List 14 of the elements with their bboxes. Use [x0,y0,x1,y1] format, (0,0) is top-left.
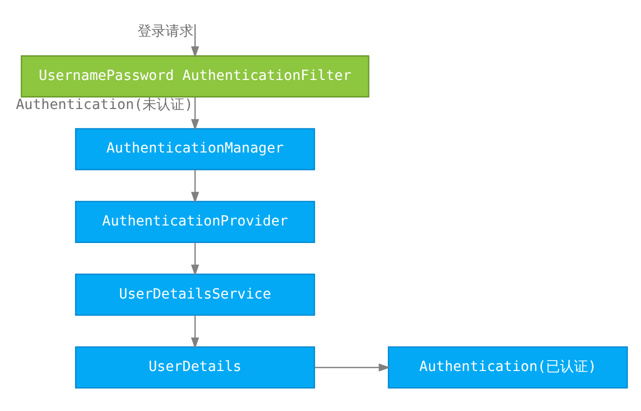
arrow [191,170,200,204]
arrow [191,242,200,276]
node-box: AuthenticationManager [75,128,316,170]
arrow [191,24,200,58]
arrow [191,96,200,131]
node-box: UserDetails [75,346,316,389]
node-box: UsernamePassword AuthenticationFilter [20,55,370,98]
node-box: AuthenticationProvider [75,200,316,243]
arrow [191,315,200,349]
edge-label: Authentication(未认证) [16,96,193,113]
node-box: Authentication(已认证) [388,346,628,389]
edge-label: 登录请求 [138,24,194,40]
arrow [314,363,390,372]
node-box: UserDetailsService [75,274,316,316]
